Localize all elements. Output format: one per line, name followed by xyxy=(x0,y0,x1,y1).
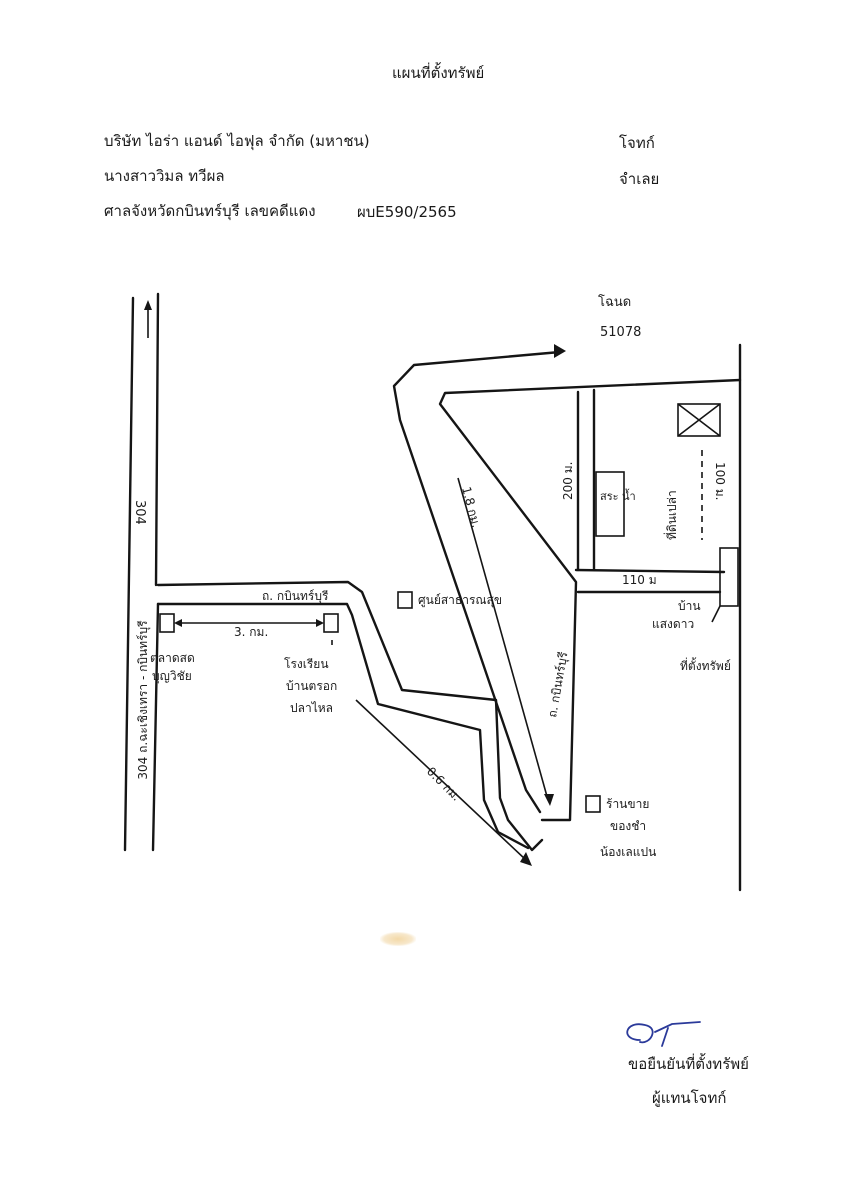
kabin-road-west-south xyxy=(156,602,530,850)
confirm-text: ขอยืนยันที่ตั้งทรัพย์ xyxy=(628,1055,749,1073)
land-box xyxy=(677,403,721,437)
kabin-road-label-2: ถ. กบินทร์บุรี xyxy=(545,650,571,719)
deed-number-label: 51078 xyxy=(600,325,641,340)
house-label-1: บ้าน xyxy=(678,599,701,613)
highway-side-label: 304 ถ.ฉะเชิงเทรา - กบินทร์บุรี xyxy=(136,620,151,780)
court-name: ศาลจังหวัดกบินทร์บุรี เลขคดีแดง xyxy=(104,202,316,220)
paper-stain xyxy=(380,932,416,946)
title-deed-label: โฉนด xyxy=(598,294,631,310)
highway-304-road xyxy=(123,292,160,852)
dist-3km-label: 3. กม. xyxy=(234,625,268,639)
land-label: ที่ดินเปล่า xyxy=(663,490,679,540)
dist-100m-label: 100 ม. xyxy=(713,462,727,500)
health-center-label: ศูนย์สาธารณสุข xyxy=(418,593,502,608)
case-number: ผบE590/2565 xyxy=(357,203,457,221)
signer-role: ผู้แทนโจทก์ xyxy=(652,1089,727,1107)
health-center-box xyxy=(397,591,413,609)
market-box xyxy=(159,613,175,633)
dist-1-8km-label: 1.8 กม. xyxy=(459,485,483,529)
shop-label-1: ร้านขาย xyxy=(606,797,649,811)
market-label-2: บุญวิชัย xyxy=(152,669,192,684)
dist-110m-label: 110 ม xyxy=(622,573,657,587)
market-label-1: ตลาดสด xyxy=(150,651,195,665)
plaintiff-name: บริษัท ไอร่า แอนด์ ไอฟุล จำกัด (มหาชน) xyxy=(104,132,370,150)
defendant-name: นางสาววิมล ทวีผล xyxy=(104,167,225,185)
school-label-3: ปลาไหล xyxy=(290,701,333,715)
defendant-role: จำเลย xyxy=(619,170,660,188)
shop-label-2: ของชำ xyxy=(610,819,646,833)
house-label-2: แสงดาว xyxy=(652,617,694,631)
diagonal-road-inner xyxy=(392,350,562,814)
school-box xyxy=(323,613,339,633)
pond-label: สระ น้ำ xyxy=(600,488,636,503)
dist-0-6km-label: 0.6 กม. xyxy=(424,764,464,804)
school-label-2: บ้านตรอก xyxy=(286,679,337,693)
dist-200m-label: 200 ม. xyxy=(561,462,575,500)
pond-box xyxy=(595,471,625,537)
signature-mark xyxy=(626,1021,701,1047)
page-title: แผนที่ตั้งทรัพย์ xyxy=(392,64,485,82)
house-box xyxy=(719,547,739,607)
side-road-110m xyxy=(574,568,726,594)
plaintiff-role: โจทก์ xyxy=(619,134,655,152)
shop-label-3: น้องเลแปน xyxy=(600,845,656,859)
property-marker-label: ที่ตั้งทรัพย์ xyxy=(680,657,731,673)
highway-304-label: 304 xyxy=(132,500,147,525)
kabin-road-label-1: ถ. กบินทร์บุรี xyxy=(262,589,329,604)
school-label-1: โรงเรียน xyxy=(284,657,329,671)
shop-box xyxy=(585,795,601,813)
north-arrow-icon xyxy=(144,300,152,310)
diagonal-road-outer xyxy=(438,378,742,822)
